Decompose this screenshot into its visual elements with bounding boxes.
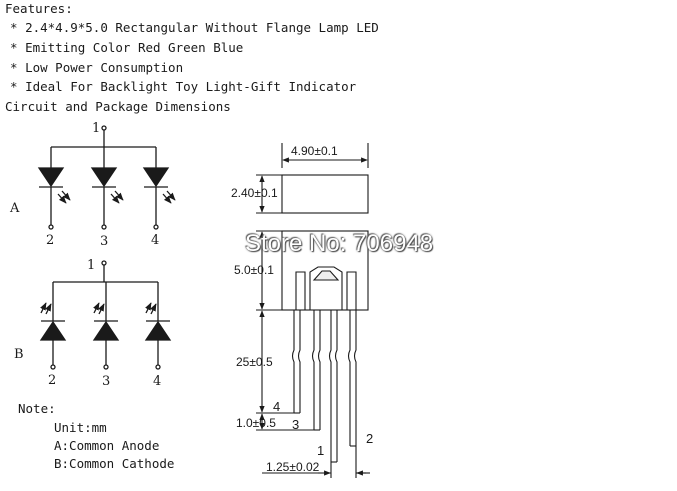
feature-text: 2.4*4.9*5.0 Rectangular Without Flange L… — [25, 20, 379, 35]
features-heading: Features: — [5, 1, 73, 16]
package-top-view — [281, 174, 369, 214]
feature-text: Emitting Color Red Green Blue — [25, 40, 244, 55]
feature-text: Ideal For Backlight Toy Light-Gift Indic… — [25, 79, 357, 94]
dim-depth: 2.40±0.1 — [231, 186, 278, 200]
lead — [311, 310, 321, 430]
pin-label: 2 — [46, 233, 54, 248]
pin-label: 3 — [100, 234, 108, 249]
section-title: Circuit and Package Dimensions — [5, 99, 231, 114]
feature-item: * 2.4*4.9*5.0 Rectangular Without Flange… — [10, 20, 379, 35]
led-symbol — [90, 147, 124, 230]
package-pin-label: 2 — [366, 431, 373, 446]
package-body — [281, 230, 369, 311]
circuit-a: 1 — [9, 121, 176, 249]
package-pin-label: 1 — [317, 443, 324, 458]
led-symbol — [92, 282, 120, 370]
circuit-b-label: B — [14, 347, 24, 362]
dim-lead-length: 25±0.5 — [236, 355, 273, 369]
lead — [347, 310, 357, 446]
bullet: * — [10, 79, 18, 94]
circuit-b: 1 B — [14, 258, 172, 389]
circuit-b-common-pin: 1 — [87, 258, 95, 273]
dim-pitch: 1.25±0.02 — [266, 460, 320, 474]
note-line: A:Common Anode — [54, 438, 160, 453]
pin-label: 2 — [48, 373, 56, 388]
circuit-a-label: A — [9, 201, 20, 216]
pin-terminal — [101, 125, 107, 131]
feature-item: * Ideal For Backlight Toy Light-Gift Ind… — [10, 79, 356, 94]
led-symbol — [144, 282, 172, 370]
feature-item: * Low Power Consumption — [10, 60, 183, 75]
pin-label: 3 — [102, 374, 110, 389]
led-symbol — [142, 147, 176, 230]
lead — [328, 310, 338, 462]
note-heading: Note: — [18, 401, 56, 416]
feature-item: * Emitting Color Red Green Blue — [10, 40, 243, 55]
feature-text: Low Power Consumption — [25, 60, 184, 75]
package-pin-label: 3 — [292, 417, 299, 432]
bullet: * — [10, 20, 18, 35]
bullet: * — [10, 60, 18, 75]
pin-label: 4 — [151, 233, 159, 248]
dim-body-height: 5.0±0.1 — [234, 263, 274, 277]
led-symbol — [39, 282, 67, 370]
package-drawing: 4.90±0.1 2.40±0.1 5.0±0.1 — [231, 143, 373, 478]
note-line: Unit:mm — [54, 420, 107, 435]
dim-lead-offset: 1.0±0.5 — [236, 416, 276, 430]
package-pin-label: 4 — [273, 399, 280, 414]
circuit-a-common-pin: 1 — [92, 121, 100, 136]
note-line: B:Common Cathode — [54, 456, 175, 471]
led-symbol — [37, 147, 71, 230]
lead — [291, 310, 301, 413]
bullet: * — [10, 40, 18, 55]
pin-label: 4 — [153, 374, 161, 389]
dim-width: 4.90±0.1 — [291, 144, 338, 158]
store-watermark: Store No: 706948 — [245, 230, 434, 257]
